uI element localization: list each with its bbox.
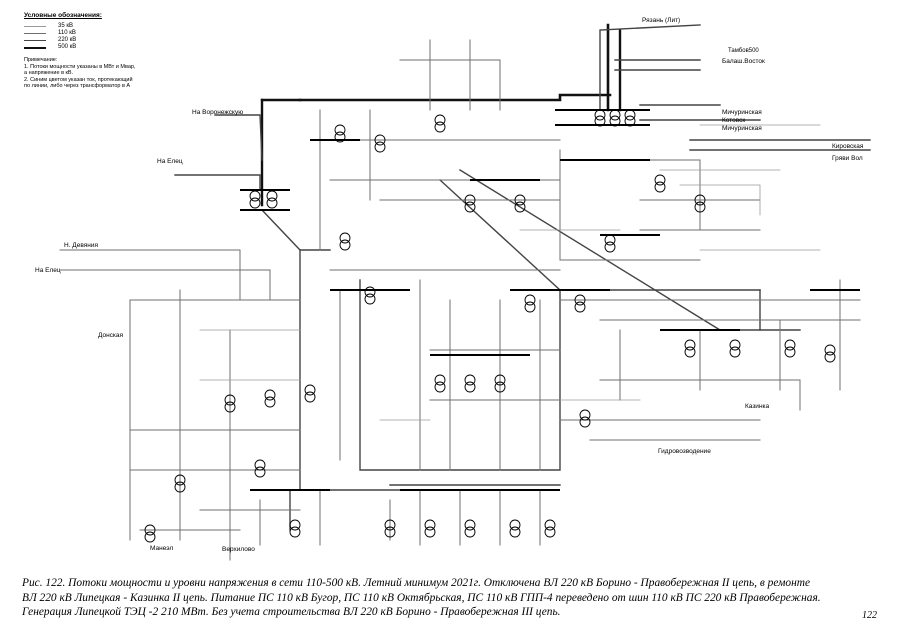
direction-label: Рязань (Лит) bbox=[642, 17, 680, 24]
line-220kv bbox=[174, 174, 261, 191]
direction-label: Балаш.Восток bbox=[722, 58, 765, 65]
transformer-symbol bbox=[266, 190, 278, 209]
transformer-symbol bbox=[424, 519, 436, 538]
transformer-symbol bbox=[174, 474, 186, 493]
transformer-symbol bbox=[224, 394, 236, 413]
legend-item: 220 кВ bbox=[24, 37, 174, 44]
legend-swatch bbox=[24, 47, 46, 49]
page-number: 122 bbox=[862, 610, 877, 621]
transformer-symbol bbox=[289, 519, 301, 538]
legend-swatch bbox=[24, 33, 46, 34]
transformer-symbol bbox=[784, 339, 796, 358]
network-scheme: Рязань (Лит) Тамбов500 Балаш.Восток Мичу… bbox=[35, 17, 871, 561]
transformer-symbol bbox=[514, 194, 526, 213]
legend-note-title: Примечание: bbox=[24, 57, 58, 63]
direction-label: Н. Девяния bbox=[64, 242, 98, 249]
transformer-symbol bbox=[524, 294, 536, 313]
line-110kv bbox=[579, 159, 701, 231]
legend-note-line: а напряжение в кВ. bbox=[24, 70, 74, 77]
transformer-symbol bbox=[729, 339, 741, 358]
line-35kv bbox=[679, 184, 761, 216]
transformer-symbol bbox=[264, 389, 276, 408]
transformer-symbol bbox=[254, 459, 266, 478]
transformer-symbol bbox=[249, 190, 261, 209]
transformer-symbol bbox=[684, 339, 696, 358]
transformer-symbol bbox=[624, 109, 636, 127]
transformer-symbol bbox=[144, 524, 156, 543]
direction-label: Гидровозводение bbox=[658, 448, 711, 455]
direction-label: Котовск bbox=[722, 117, 745, 124]
direction-label: На Воронежскую bbox=[192, 109, 243, 116]
legend-label: 220 кВ bbox=[58, 37, 77, 43]
transformer-symbol bbox=[494, 374, 506, 393]
transformer-symbol bbox=[574, 294, 586, 313]
transformer-symbol bbox=[464, 374, 476, 393]
direction-label: Кировская bbox=[832, 143, 864, 150]
direction-label: Верхилово bbox=[222, 546, 255, 553]
transformer-symbol bbox=[304, 384, 316, 403]
legend-item: 110 кВ bbox=[24, 30, 174, 37]
legend-item: 500 кВ bbox=[24, 44, 174, 51]
line-220kv bbox=[299, 249, 401, 491]
direction-label: Гряви Вол bbox=[832, 155, 863, 162]
caption-line: Рис. 122. Потоки мощности и уровни напря… bbox=[22, 577, 811, 589]
direction-label: Мичуринская bbox=[722, 109, 762, 116]
direction-label: На Елец bbox=[35, 267, 61, 274]
legend-note-line: по линии, либо через трансформатор в А bbox=[24, 83, 131, 90]
transformer-symbol bbox=[594, 109, 606, 127]
transformer-symbol bbox=[694, 194, 706, 213]
legend-label: 110 кВ bbox=[58, 30, 76, 36]
direction-label: Казинка bbox=[745, 403, 770, 410]
line-500kv bbox=[298, 93, 612, 102]
transformer-symbol bbox=[609, 109, 621, 127]
transformer-symbol bbox=[654, 174, 666, 193]
transformer-symbol bbox=[604, 234, 616, 253]
line-220kv bbox=[599, 24, 701, 111]
line-110kv bbox=[599, 379, 801, 411]
transformer-symbol bbox=[364, 286, 376, 305]
legend-swatch bbox=[24, 40, 46, 41]
legend-note-line: 1. Потоки мощности указаны в МВт и Мвар, bbox=[24, 63, 136, 70]
line-110kv bbox=[399, 59, 501, 111]
line-110kv bbox=[59, 269, 271, 301]
legend-title: Условные обозначения: bbox=[24, 12, 102, 19]
transformer-symbol bbox=[434, 374, 446, 393]
direction-label: Донская bbox=[98, 332, 124, 339]
legend-note-line: 2. Синим цветом указан ток, протекающий bbox=[24, 76, 133, 83]
transformer-symbol bbox=[374, 134, 386, 153]
transformer-symbol bbox=[824, 344, 836, 363]
line-110kv bbox=[559, 149, 701, 261]
line-110kv bbox=[59, 249, 241, 301]
legend-item: 35 кВ bbox=[24, 23, 174, 30]
transformer-symbol bbox=[579, 409, 591, 428]
line-220kv bbox=[359, 279, 561, 471]
figure-caption: Рис. 122. Потоки мощности и уровни напря… bbox=[22, 576, 842, 620]
direction-label: Мичуринская bbox=[722, 125, 762, 132]
transformer-symbol bbox=[434, 114, 446, 133]
transformer-symbol bbox=[509, 519, 521, 538]
caption-line: Генерация Липецкой ТЭЦ -2 210 МВт. Без у… bbox=[22, 606, 561, 619]
transformer-symbol bbox=[334, 124, 346, 143]
transformer-symbol bbox=[544, 519, 556, 538]
line-220kv bbox=[214, 114, 263, 161]
transformer-symbol bbox=[339, 232, 351, 251]
transformer-symbol bbox=[464, 194, 476, 213]
substation-buses bbox=[240, 109, 860, 491]
caption-line: ВЛ 220 кВ Липецкая - Казинка II цепь. Пи… bbox=[22, 591, 821, 604]
transformers bbox=[144, 109, 836, 543]
legend-swatch bbox=[24, 26, 46, 27]
direction-labels: Рязань (Лит) Тамбов500 Балаш.Восток Мичу… bbox=[35, 17, 864, 553]
legend-note: Примечание: 1. Потоки мощности указаны в… bbox=[24, 57, 174, 90]
legend-label: 500 кВ bbox=[58, 44, 77, 50]
transformer-symbol bbox=[464, 519, 476, 538]
grid-lines bbox=[59, 23, 871, 561]
direction-label: На Елец bbox=[157, 158, 183, 165]
legend: Условные обозначения: 35 кВ 110 кВ 220 к… bbox=[24, 12, 174, 90]
transformer-symbol bbox=[384, 519, 396, 538]
direction-label: Манеэл bbox=[150, 545, 173, 552]
direction-label: Тамбов500 bbox=[728, 48, 759, 54]
legend-label: 35 кВ bbox=[58, 23, 73, 29]
